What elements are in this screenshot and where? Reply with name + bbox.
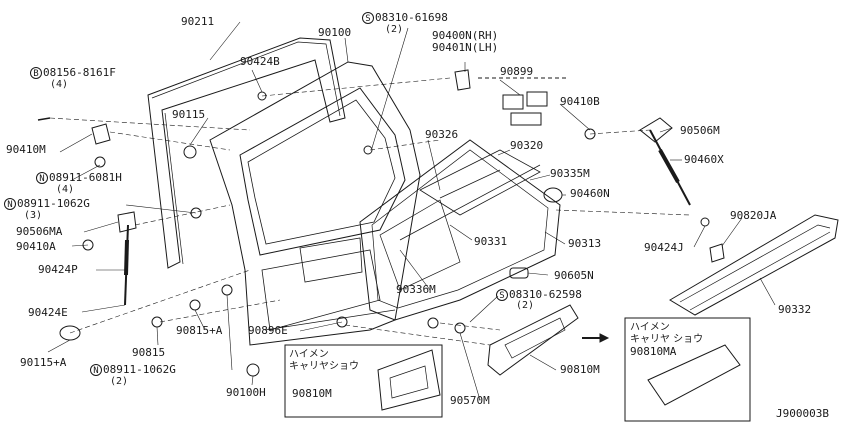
label-90815: 90815 <box>132 346 166 359</box>
label-90424P: 90424P <box>38 263 78 276</box>
diagram-code: J900003B <box>776 407 829 420</box>
label-90810M-inset: 90810M <box>292 387 332 400</box>
qty-08911-1062G-2: (2) <box>110 376 129 387</box>
label-90605N: 90605N <box>554 269 594 282</box>
label-90896E: 90896E <box>248 324 288 337</box>
label-90332: 90332 <box>778 303 812 316</box>
symbol-s: S <box>496 289 508 301</box>
label-90326: 90326 <box>425 128 459 141</box>
inset-left-caption-1: ハイメン <box>289 349 329 360</box>
label-90115A: 90115+A <box>20 356 67 369</box>
label-90100H: 90100H <box>226 386 266 399</box>
inset-right-caption-2: キャリヤ ショウ <box>630 334 704 345</box>
label-90115: 90115 <box>172 108 206 121</box>
label-90815A: 90815+A <box>176 324 223 337</box>
label-90410A: 90410A <box>16 240 56 253</box>
inner-trim-90313 <box>359 139 561 321</box>
qty-08310-62598: (2) <box>516 300 535 311</box>
finisher-90320 <box>419 149 541 216</box>
qty-08911-1062G: (3) <box>24 210 43 221</box>
garnish-90810M <box>487 304 579 376</box>
label-90820JA: 90820JA <box>730 209 777 222</box>
symbol-n: N <box>36 172 48 184</box>
label-90313: 90313 <box>568 237 602 250</box>
weatherstrip-90211 <box>147 37 346 269</box>
symbol-n: N <box>90 364 102 376</box>
label-90320: 90320 <box>510 139 544 152</box>
door-glass-frame <box>239 87 406 256</box>
label-90810MA: 90810MA <box>630 345 677 358</box>
label-90331: 90331 <box>474 235 508 248</box>
inset-right-caption-1: ハイメン <box>630 322 670 333</box>
qty-08156-8161F: (4) <box>50 79 69 90</box>
label-90506MA: 90506MA <box>16 225 63 238</box>
bumper-step-90332 <box>669 214 839 316</box>
symbol-s: S <box>362 12 374 24</box>
label-90410B: 90410B <box>560 95 600 108</box>
inset-left-caption-2: キャリヤショウ <box>289 361 359 372</box>
inset-box-right <box>624 317 751 422</box>
label-90899: 90899 <box>500 65 534 78</box>
qty-08911-6081H: (4) <box>56 184 75 195</box>
label-90424B: 90424B <box>240 55 280 68</box>
symbol-b: B <box>30 67 42 79</box>
label-90810M: 90810M <box>560 363 600 376</box>
label-90100: 90100 <box>318 26 352 39</box>
label-90424E: 90424E <box>28 306 68 319</box>
label-90401N: 90401N(LH) <box>432 41 499 54</box>
label-90570M: 90570M <box>450 394 490 407</box>
label-90211: 90211 <box>181 15 215 28</box>
qty-08310-61698: (2) <box>385 24 404 35</box>
symbol-n: N <box>4 198 16 210</box>
label-90506M: 90506M <box>680 124 720 137</box>
label-90460N: 90460N <box>570 187 610 200</box>
label-90400N: 90400N(RH) <box>432 29 499 42</box>
label-90424J: 90424J <box>644 241 684 254</box>
label-90410M: 90410M <box>6 143 46 156</box>
label-90335M: 90335M <box>550 167 590 180</box>
inset-box-left <box>284 344 443 418</box>
back-door-panel <box>209 61 421 346</box>
label-90336M: 90336M <box>396 283 436 296</box>
label-90460X: 90460X <box>684 153 724 166</box>
